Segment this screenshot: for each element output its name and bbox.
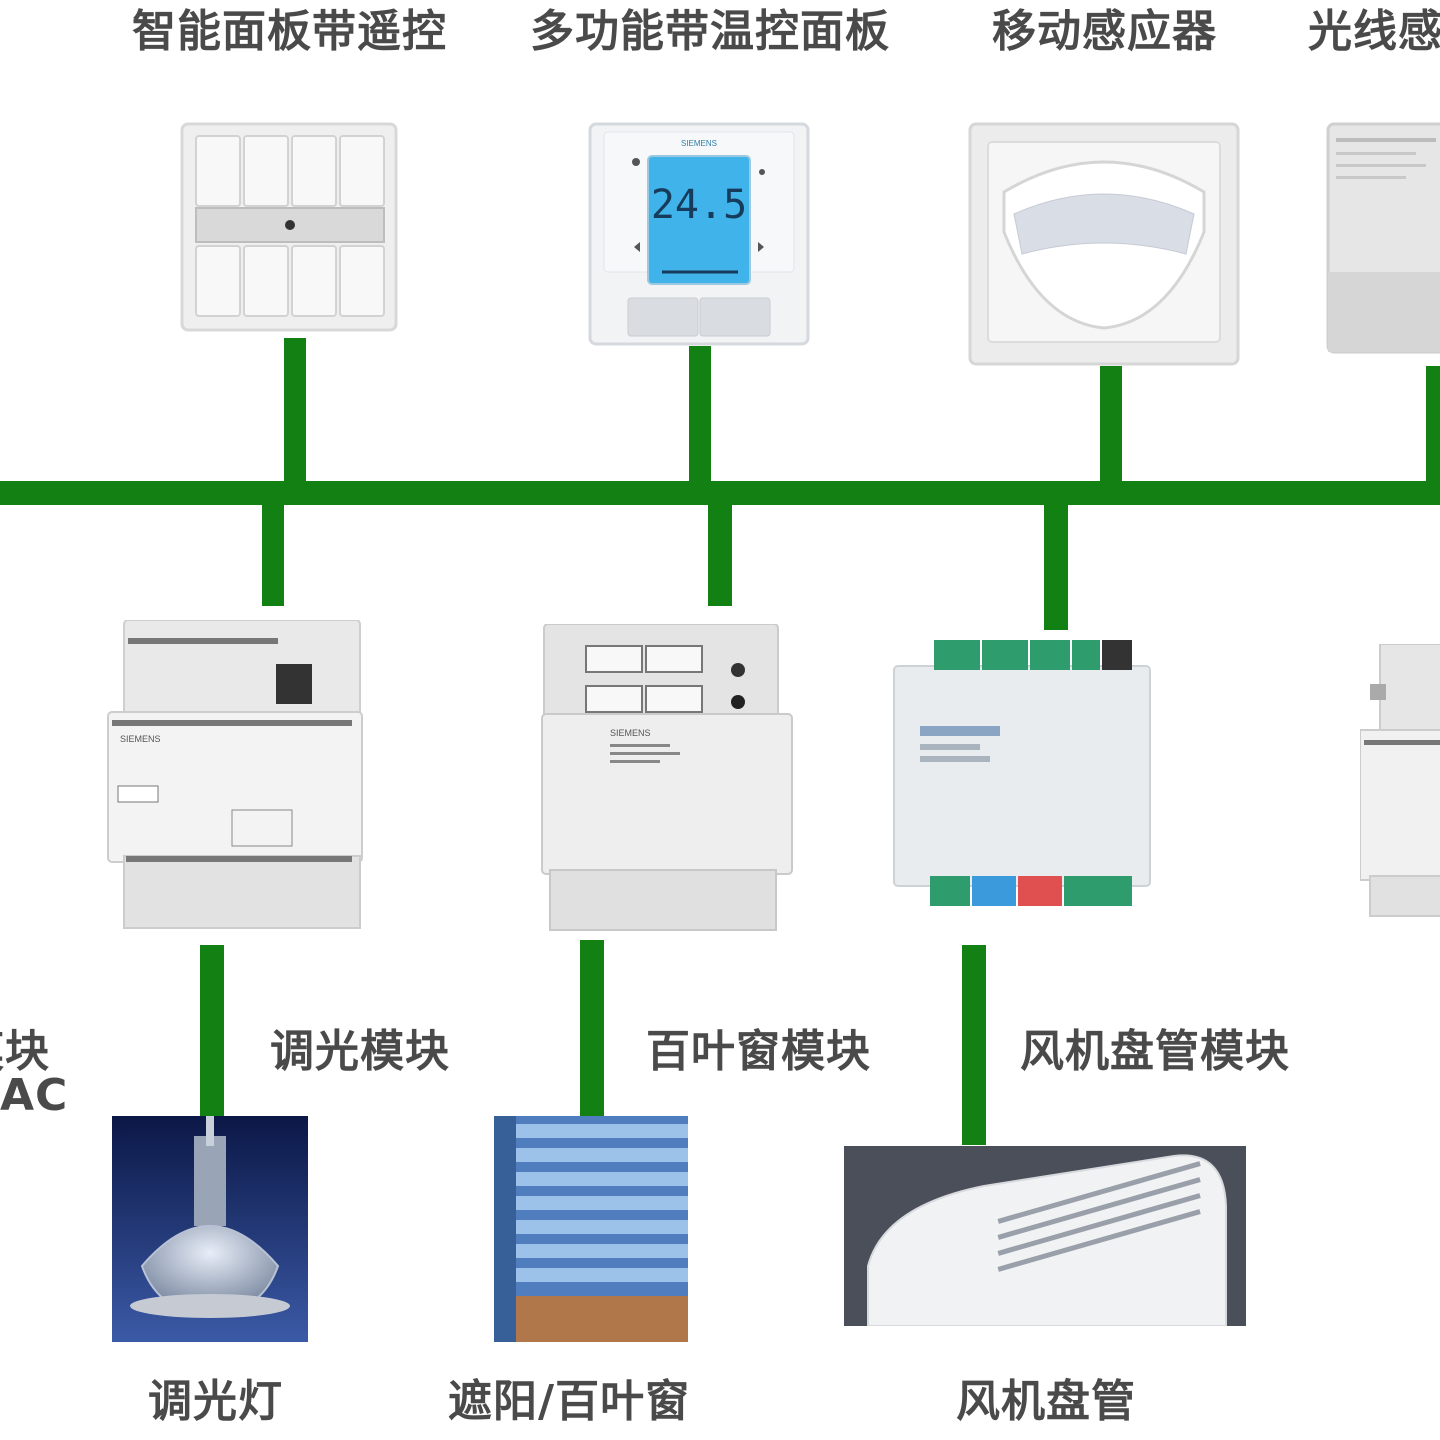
fourth-module-image xyxy=(1360,644,1440,920)
thermostat-panel-label: 多功能带温控面板 xyxy=(530,6,890,57)
fourth-module-label-line1: 模块 xyxy=(0,1026,50,1077)
blind-line xyxy=(580,940,604,1122)
dimmer-module-label: 调光模块 xyxy=(270,1026,450,1077)
dimmer-module-text: SIEMENS xyxy=(120,734,161,744)
motion-sensor-label: 移动感应器 xyxy=(992,6,1217,57)
fancoil-module-image xyxy=(890,636,1154,918)
dimmer-lamp-image xyxy=(112,1116,308,1342)
fancoil-unit-image xyxy=(844,1146,1246,1326)
motion-sensor-drop xyxy=(1100,366,1122,488)
blind-module-text: SIEMENS xyxy=(610,728,651,738)
fancoil-unit-label: 风机盘管 xyxy=(956,1376,1136,1427)
thermostat-display: 24.5 xyxy=(651,182,747,228)
dimmer-lamp-line xyxy=(200,945,224,1117)
smart-panel-image xyxy=(180,122,398,332)
thermostat-panel-image: SIEMENS 24.5 xyxy=(588,122,810,346)
dimmer-module-image: SIEMENS xyxy=(106,620,364,932)
dimmer-lamp-label: 调光灯 xyxy=(148,1376,283,1427)
light-sensor-drop xyxy=(1426,366,1440,488)
thermostat-drop xyxy=(689,346,711,488)
fourth-module-label-line2: AC xyxy=(0,1070,69,1121)
motion-sensor-image xyxy=(968,122,1240,366)
blinds-image xyxy=(494,1116,688,1342)
blind-module-image: SIEMENS xyxy=(540,624,794,934)
blinds-label: 遮阳/百叶窗 xyxy=(448,1376,691,1427)
light-sensor-label: 光线感 xyxy=(1308,6,1440,57)
blind-module-label: 百叶窗模块 xyxy=(646,1026,871,1077)
fancoil-module-drop xyxy=(1044,500,1068,630)
fancoil-module-label: 风机盘管模块 xyxy=(1020,1026,1290,1077)
blind-module-drop xyxy=(708,500,732,606)
smart-panel-label: 智能面板带遥控 xyxy=(132,6,447,57)
thermostat-brand: SIEMENS xyxy=(681,139,717,148)
light-sensor-image xyxy=(1326,122,1440,366)
dimmer-module-drop xyxy=(262,500,284,606)
smart-panel-drop xyxy=(284,338,306,488)
fancoil-line xyxy=(962,945,986,1145)
